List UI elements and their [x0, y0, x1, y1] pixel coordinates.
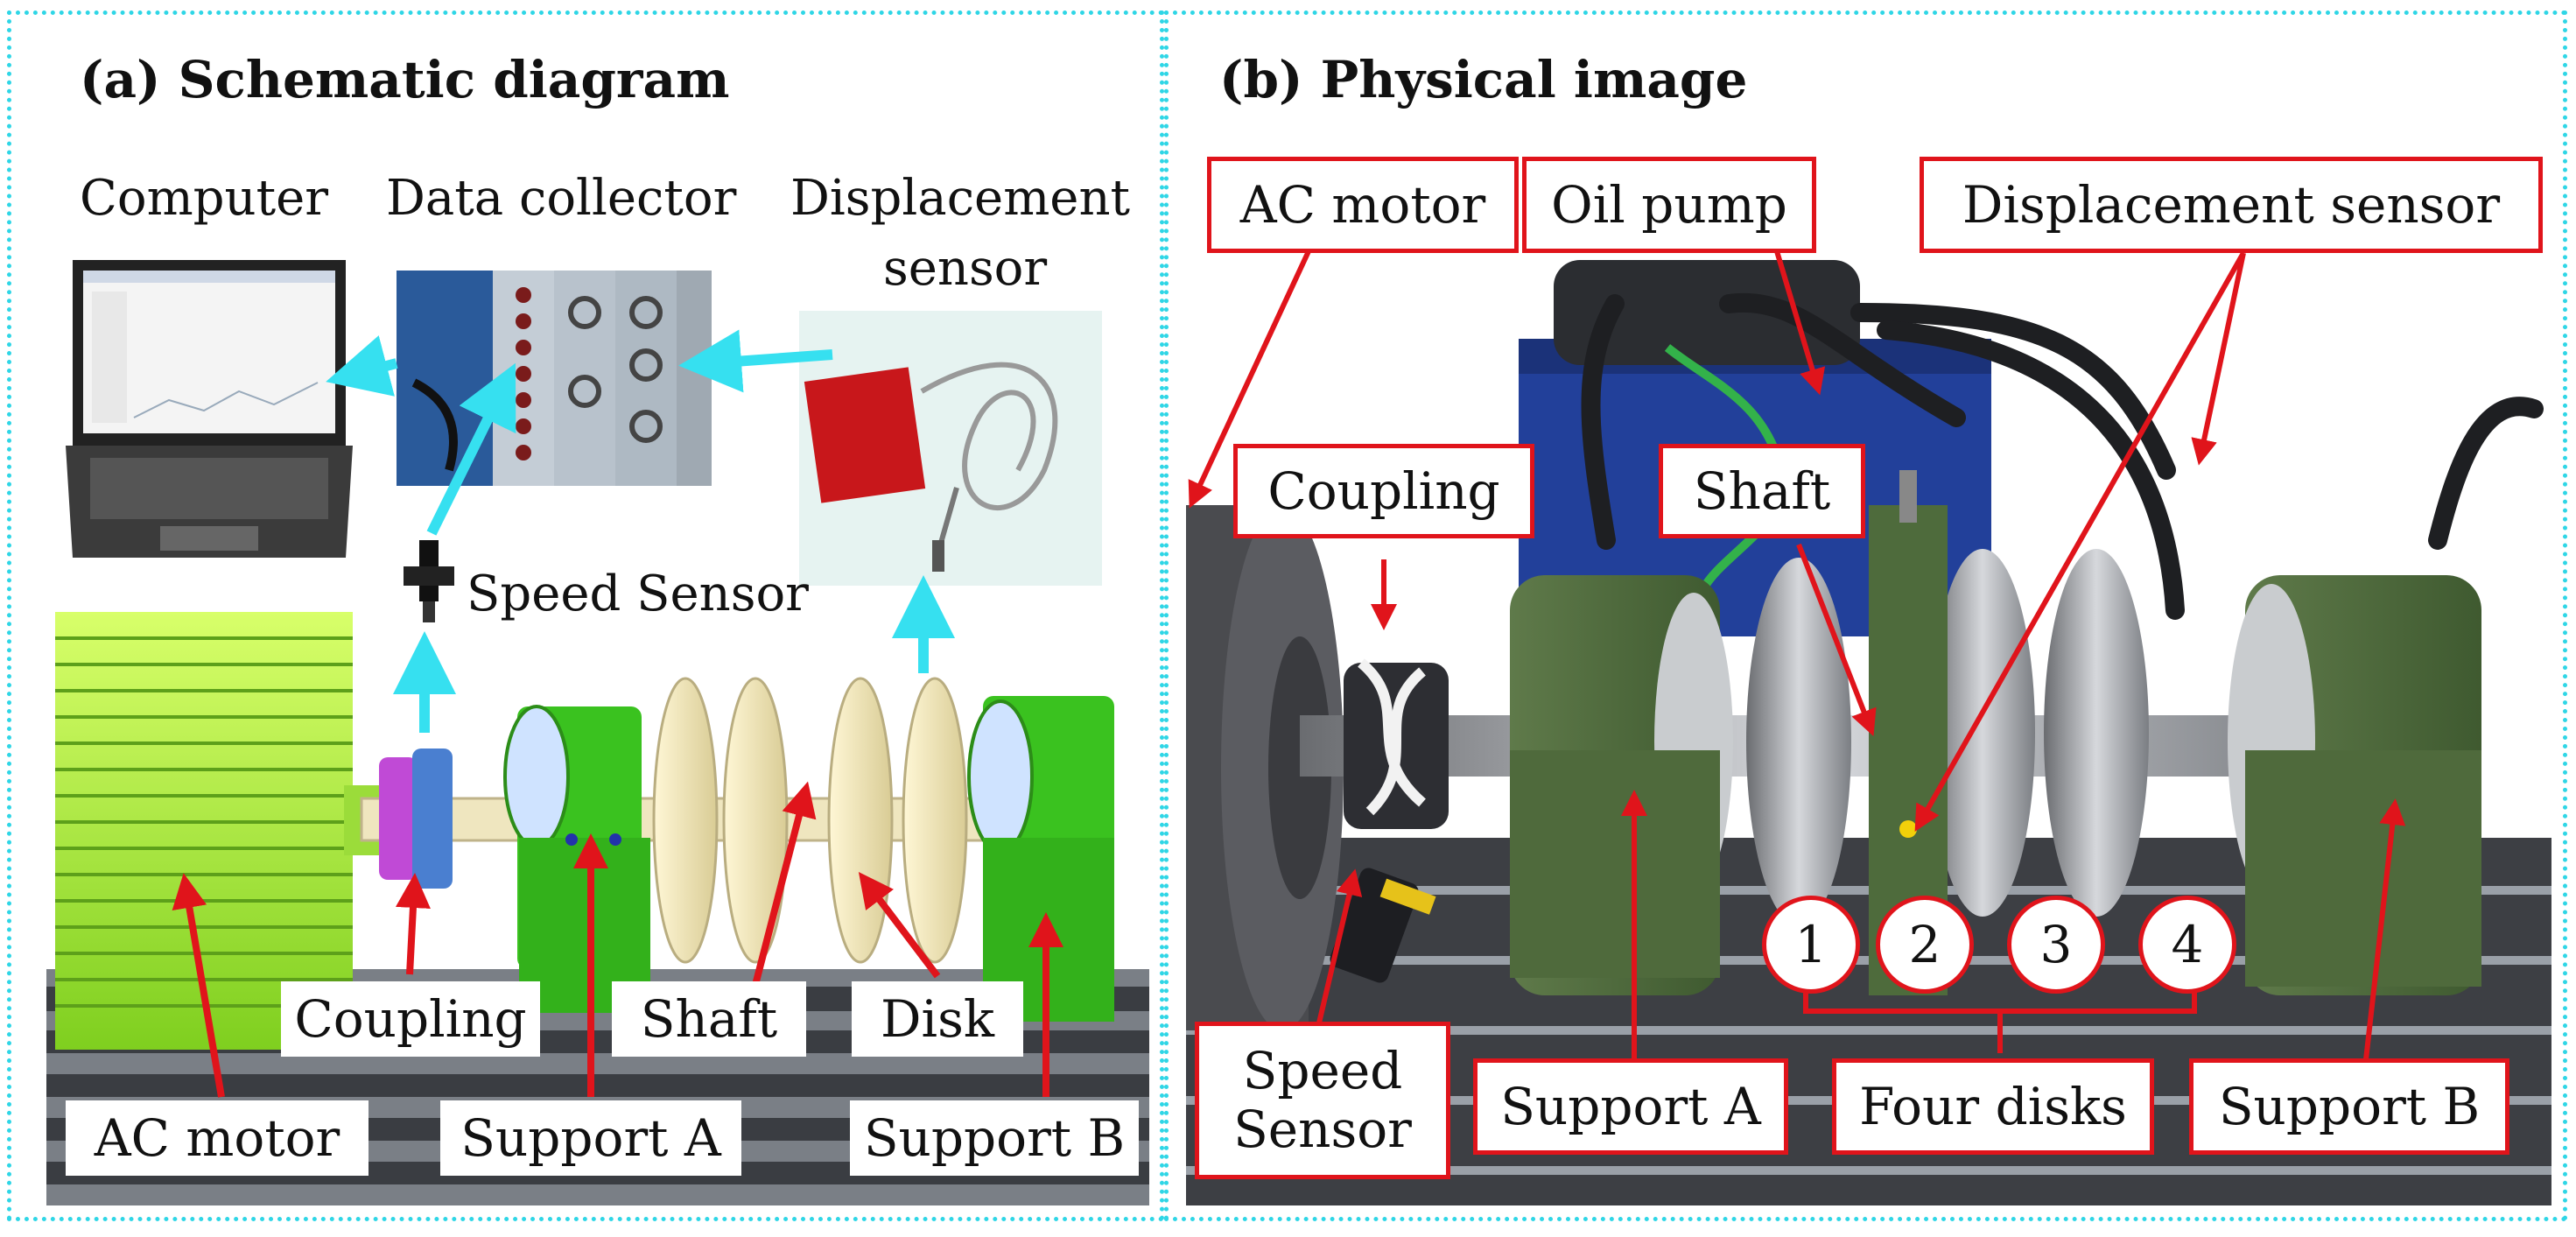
shaft-callout: Shaft	[612, 981, 806, 1057]
support-b-callout: Support B	[850, 1100, 1139, 1176]
ac-motor-photo	[1186, 505, 1344, 1030]
arrow-oil-pump	[1774, 250, 1826, 396]
disk-number-3: 3	[2007, 896, 2105, 994]
disk-number-2: 2	[1876, 896, 1974, 994]
four-disks-callout: Four disks	[1832, 1058, 2154, 1155]
speed-sensor-callout-b: Speed Sensor	[1195, 1022, 1450, 1179]
disks-photo	[1746, 549, 2149, 925]
displacement-sensor-image	[799, 311, 1102, 586]
arrow-coupling	[395, 873, 431, 975]
pointer-arrows	[172, 781, 1063, 1098]
speed-sensor-image	[404, 540, 454, 622]
displacement-sensor-callout: Displacement sensor	[1920, 157, 2543, 253]
coupling-model	[379, 749, 453, 889]
support-b-callout-b: Support B	[2189, 1058, 2509, 1155]
ac-motor-callout: AC motor	[66, 1100, 369, 1176]
support-b-model	[967, 696, 1114, 1022]
schematic-panel: (a) Schematic diagram Computer Data coll…	[7, 11, 1164, 1221]
ac-motor-callout-b: AC motor	[1207, 157, 1519, 253]
arrow-ac-motor-b	[1188, 250, 1311, 509]
support-a-photo	[1510, 575, 1733, 995]
arrow-ac-motor	[172, 873, 225, 1098]
support-a-callout: Support A	[440, 1100, 741, 1176]
disk-callout: Disk	[852, 981, 1023, 1057]
arrow-displacement-a	[2191, 252, 2246, 466]
laptop-image	[66, 260, 353, 558]
coupling-photo	[1344, 658, 1449, 829]
disk-number-4: 4	[2138, 896, 2236, 994]
arrow-shaft-b	[1796, 543, 1877, 736]
speed-sensor-line2: Sensor	[1233, 1100, 1412, 1159]
support-b-photo	[2228, 575, 2481, 995]
arrow-displacement-b	[1914, 251, 2246, 833]
physical-image-artwork	[1186, 250, 2551, 1205]
displacement-sensor-label-line1: Displacement	[790, 170, 1131, 227]
arrow-speedsensor-to-collector	[426, 362, 516, 536]
signal-flow-arrows	[326, 329, 955, 733]
arrow-shaft	[752, 781, 817, 987]
disk-models	[652, 677, 968, 964]
disk-number-1: 1	[1762, 896, 1860, 994]
coupling-callout-b: Coupling	[1233, 444, 1534, 538]
shaft-callout-b: Shaft	[1659, 444, 1865, 538]
arrow-disk	[858, 872, 941, 979]
displacement-sensor-label-line2: sensor	[883, 240, 1048, 297]
hydraulic-hoses	[1581, 292, 2544, 620]
speed-sensor-label: Speed Sensor	[467, 566, 809, 622]
schematic-artwork	[46, 260, 1149, 1205]
pointer-arrows-b	[1188, 250, 2406, 1084]
coupling-callout: Coupling	[281, 981, 540, 1057]
data-collector-image	[397, 271, 712, 486]
physical-image-panel: (b) Physical image AC motor Oil pump Dis…	[1164, 11, 2567, 1221]
speed-sensor-line1: Speed	[1242, 1041, 1403, 1101]
arrow-sensor-to-collector	[678, 329, 833, 393]
oil-pump-callout: Oil pump	[1522, 157, 1816, 253]
support-a-callout-b: Support A	[1473, 1058, 1788, 1155]
arrow-collector-to-computer	[326, 335, 398, 397]
computer-label: Computer	[80, 170, 328, 227]
panel-a-title: (a) Schematic diagram	[80, 50, 730, 109]
arrow-support-b-b	[2361, 798, 2406, 1084]
data-collector-label: Data collector	[386, 170, 737, 227]
support-a-model	[503, 705, 650, 1013]
arrow-speed-sensor-b	[1315, 868, 1363, 1031]
panel-b-title: (b) Physical image	[1219, 50, 1748, 109]
